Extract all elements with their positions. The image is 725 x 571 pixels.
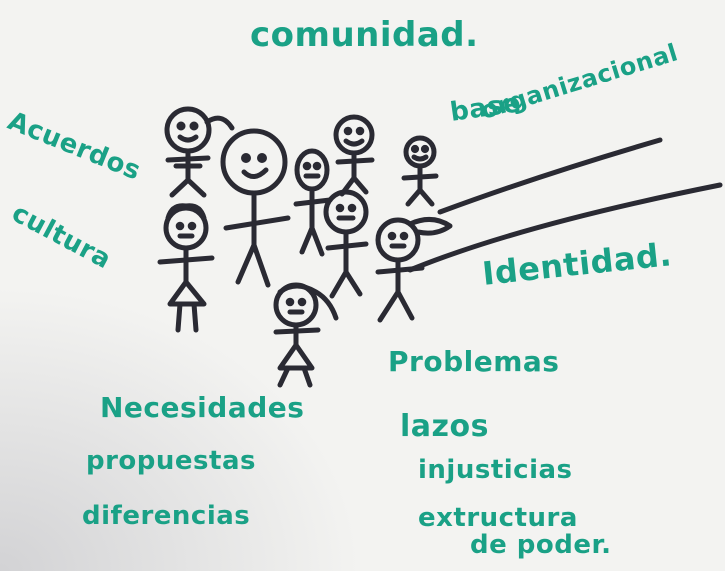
connector-line-lower [407, 182, 723, 273]
stick-figure-2 [220, 128, 291, 288]
word-lazos: lazos [400, 409, 489, 444]
word-injusticias: injusticias [418, 455, 573, 485]
stick-figure-8 [375, 217, 453, 323]
word-problemas: Problemas [388, 345, 560, 378]
word-necesidades: Necesidades [100, 391, 305, 424]
stick-figure-1 [164, 106, 235, 198]
connector-line-upper [437, 137, 663, 215]
stick-figure-5 [401, 135, 439, 207]
stick-figure-7 [157, 203, 215, 333]
stick-figure-9 [273, 282, 339, 388]
word-estructura: extructura [418, 503, 578, 533]
stick-figure-6 [323, 189, 369, 299]
word-de-poder: de poder. [470, 530, 612, 560]
stick-figure-4 [333, 114, 375, 197]
word-comunidad: comunidad. [250, 15, 479, 55]
word-propuestas: propuestas [86, 446, 256, 476]
word-diferencias: diferencias [82, 501, 251, 531]
stick-figure-3 [293, 148, 333, 257]
